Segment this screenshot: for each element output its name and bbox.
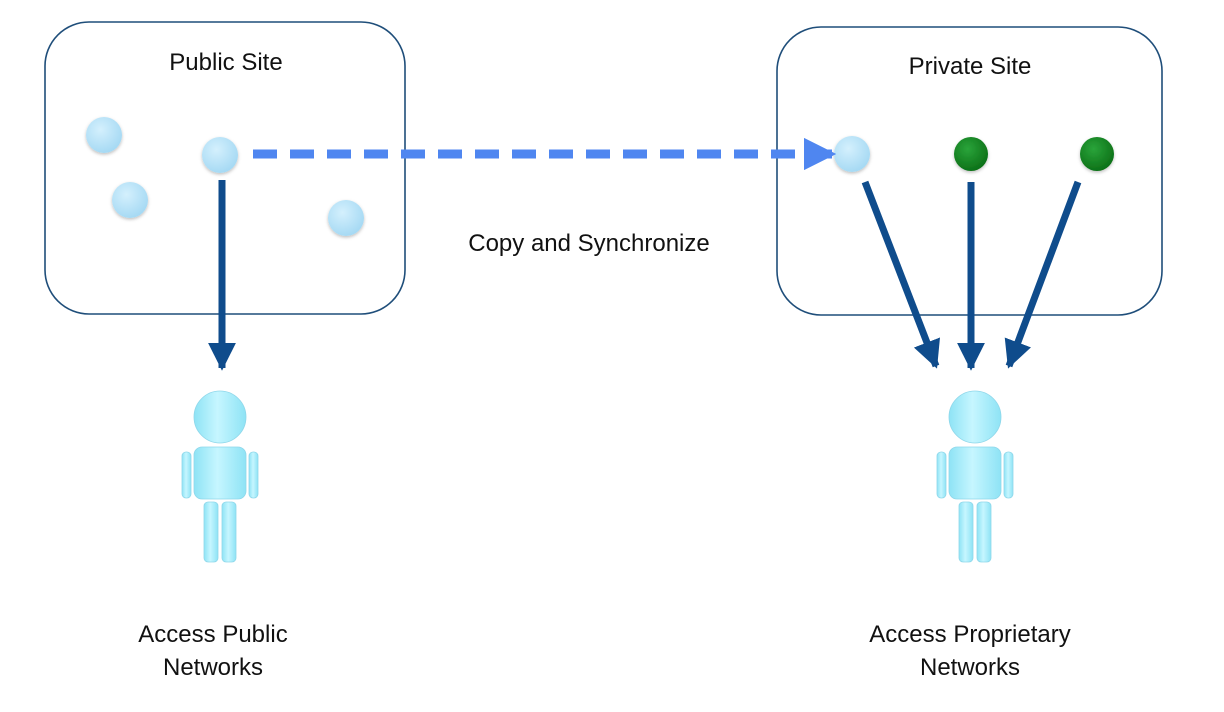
public-user-person-icon	[181, 390, 259, 563]
private-access-arrow-3	[1004, 180, 1082, 369]
private-user-caption-line1: Access Proprietary	[869, 621, 1070, 648]
private-node-proprietary-1	[954, 137, 988, 171]
private-node-proprietary-2	[1080, 137, 1114, 171]
private-site-label: Private Site	[909, 53, 1032, 80]
public-site-label: Public Site	[169, 49, 282, 76]
private-user-person-icon	[936, 390, 1014, 563]
private-user-caption-line2: Networks	[920, 654, 1020, 681]
private-site-box: Private Site	[776, 26, 1163, 316]
private-node-copied	[834, 136, 870, 172]
public-user-caption-line1: Access Public	[138, 621, 287, 648]
public-node-1	[86, 117, 122, 153]
public-user-caption-line2: Networks	[163, 654, 263, 681]
public-node-2	[202, 137, 238, 173]
public-node-4	[328, 200, 364, 236]
copy-sync-label: Copy and Synchronize	[468, 230, 709, 257]
public-node-3	[112, 182, 148, 218]
private-access-arrow-1	[861, 180, 940, 369]
